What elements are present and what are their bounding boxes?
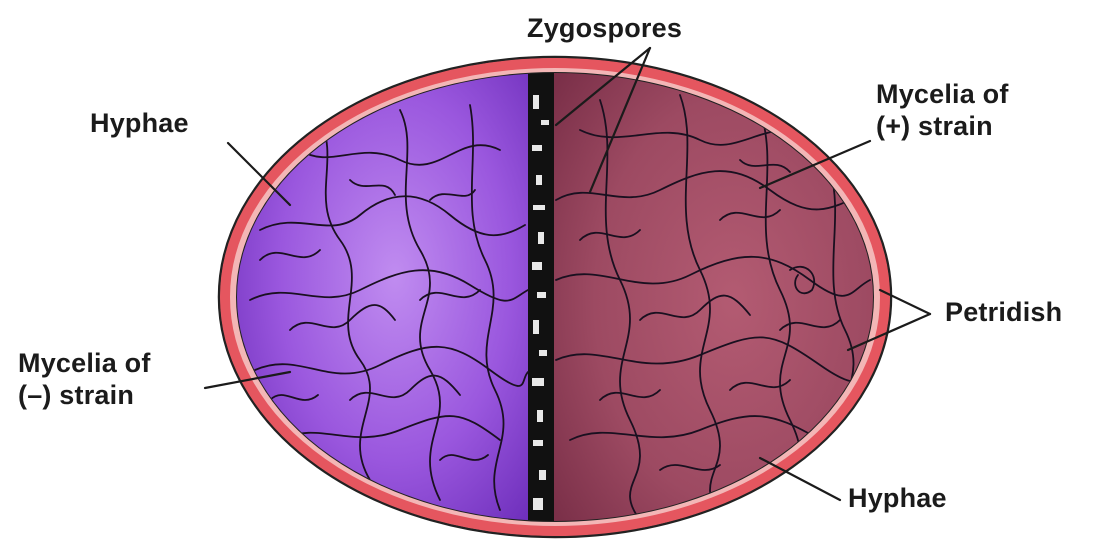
minus-strain-region <box>230 60 530 540</box>
label-zygospores: Zygospores <box>527 12 682 44</box>
label-mycelia-minus-line1: Mycelia of <box>18 347 151 379</box>
label-mycelia-minus: Mycelia of (–) strain <box>18 347 151 411</box>
label-mycelia-plus-line1: Mycelia of <box>876 78 1009 110</box>
label-mycelia-minus-line2: (–) strain <box>18 379 151 411</box>
zygospore-band <box>528 60 554 540</box>
label-hyphae-top: Hyphae <box>90 107 189 139</box>
label-mycelia-plus-line2: (+) strain <box>876 110 1009 142</box>
label-mycelia-plus: Mycelia of (+) strain <box>876 78 1009 142</box>
plus-strain-region <box>552 60 882 540</box>
label-petridish: Petridish <box>945 296 1062 328</box>
label-hyphae-bottom: Hyphae <box>848 482 947 514</box>
